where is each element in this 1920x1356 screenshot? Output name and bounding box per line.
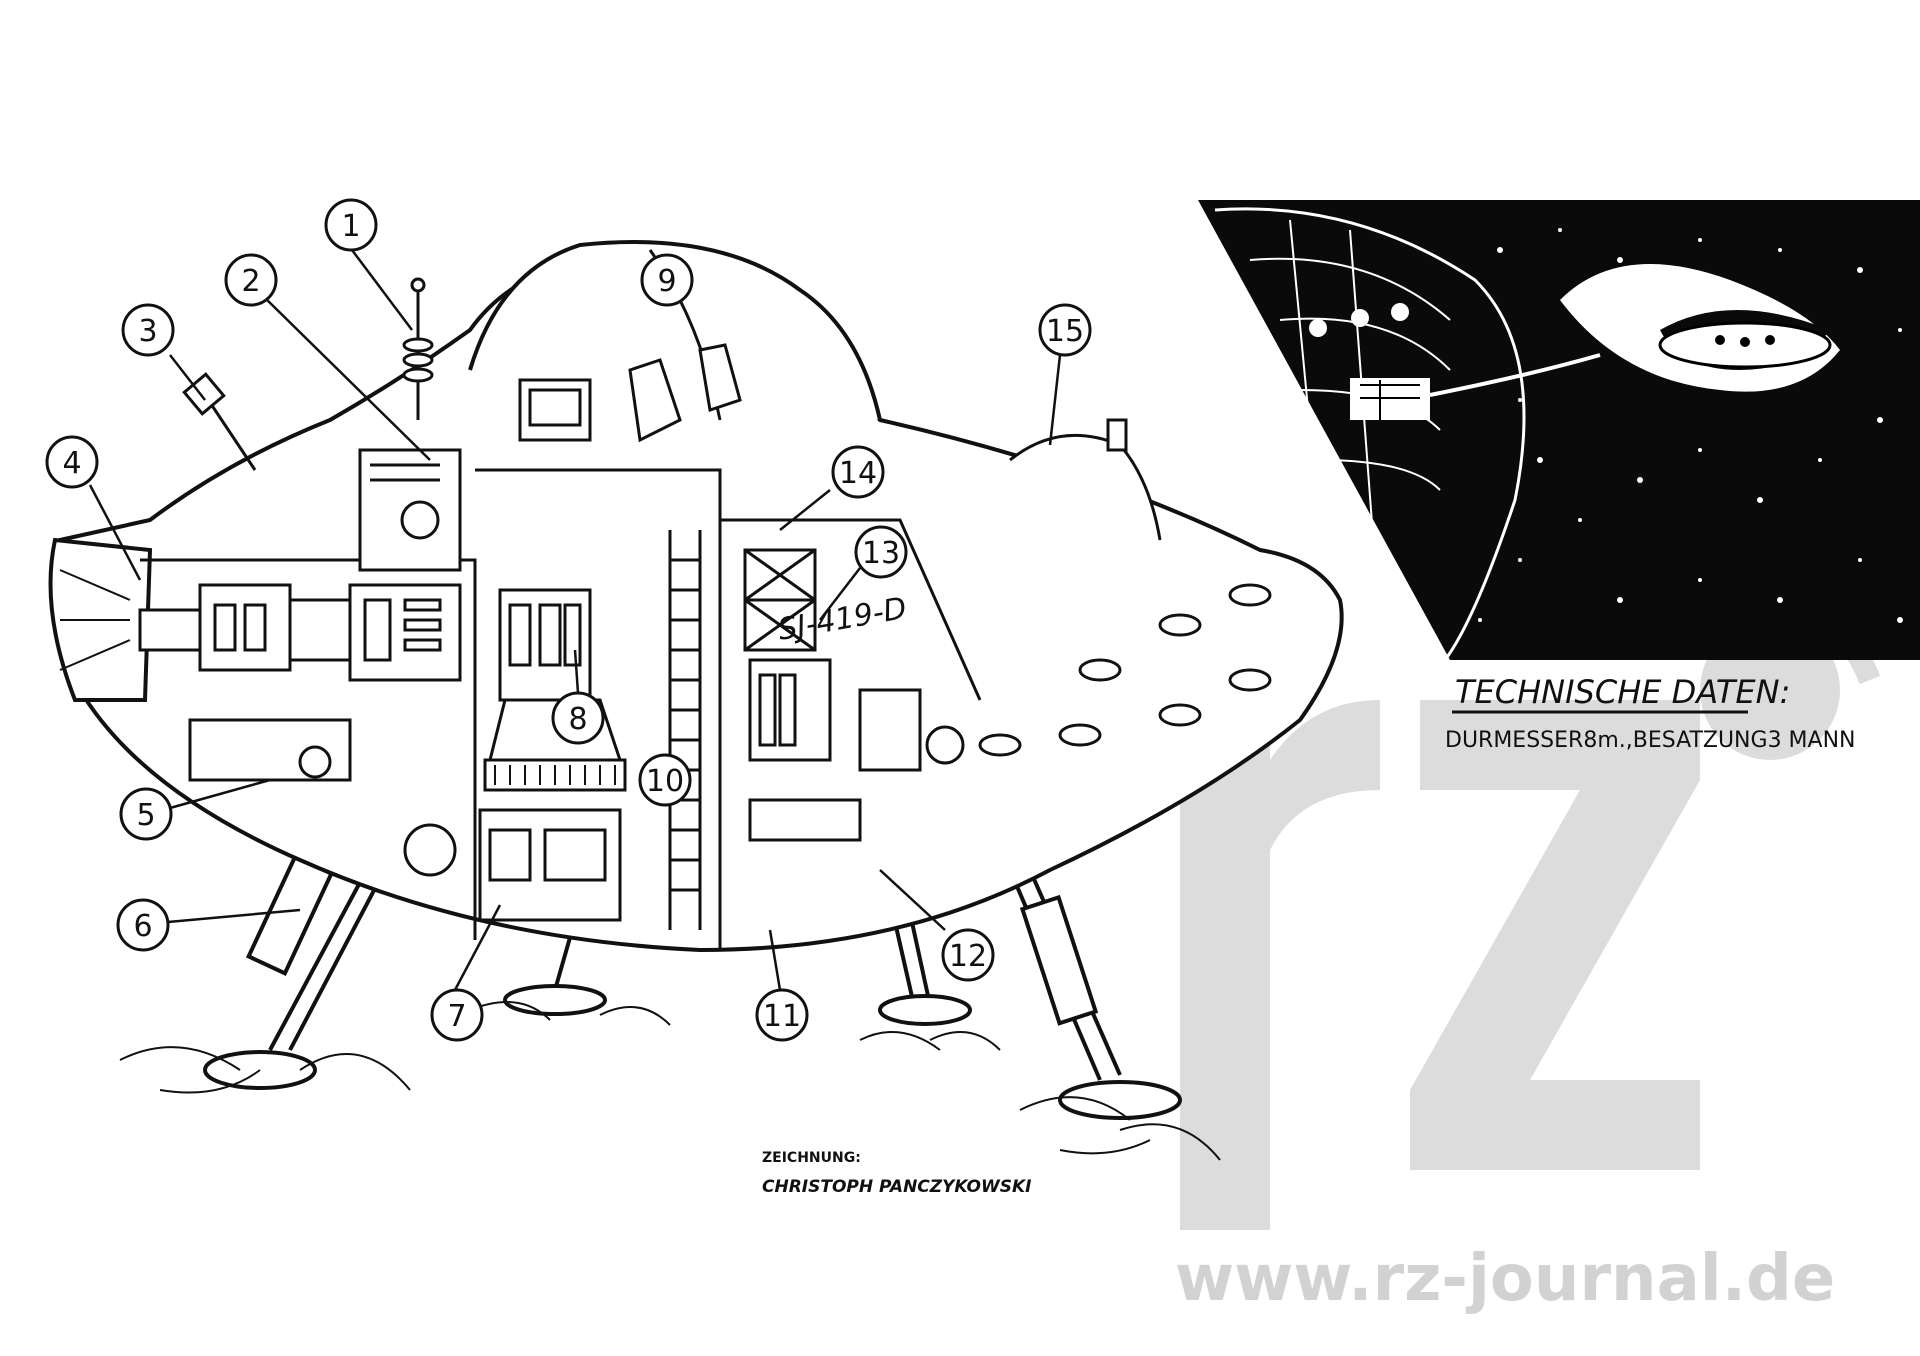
tech-data-heading: TECHNISCHE DATEN: [1455, 673, 1790, 711]
antennas [182, 277, 1162, 541]
callout-13: 13 [862, 536, 900, 571]
engine-assembly [138, 583, 462, 682]
cockpit-interior [358, 343, 742, 572]
landing-legs [119, 854, 1221, 1161]
callout-9: 9 [657, 264, 676, 299]
callout-1: 1 [341, 209, 360, 244]
watermark-url: www.rz-journal.de [1175, 1242, 1835, 1316]
callout-3: 3 [138, 314, 157, 349]
side-modules [743, 548, 965, 842]
tech-data-line: DURMESSER8m.,BESATZUNG3 MANN [1445, 728, 1856, 753]
callout-circles [45, 198, 1092, 1042]
callout-14: 14 [839, 456, 877, 491]
callout-10: 10 [646, 764, 684, 799]
callout-8: 8 [568, 702, 587, 737]
portholes [978, 583, 1272, 757]
hull [51, 257, 1344, 953]
ladder [668, 530, 702, 930]
canopy-dome [468, 240, 882, 421]
callout-5: 5 [136, 798, 155, 833]
lower-compartment [188, 718, 622, 922]
credit-label: ZEICHNUNG: [762, 1150, 861, 1166]
callout-7: 7 [447, 999, 466, 1034]
callout-12: 12 [949, 939, 987, 974]
callout-leaders [88, 249, 1062, 991]
callout-11: 11 [763, 999, 801, 1034]
space-scene-inset [1198, 200, 1920, 661]
callout-numbers: 1 2 3 4 5 6 7 8 9 10 11 12 13 14 15 [62, 209, 1084, 1034]
callout-6: 6 [133, 909, 152, 944]
credit-name: CHRISTOPH PANCZYKOWSKI [762, 1177, 1031, 1197]
callout-2: 2 [241, 264, 260, 299]
saucer-ship [48, 240, 1344, 1161]
callout-15: 15 [1046, 314, 1084, 349]
callout-4: 4 [62, 446, 81, 481]
